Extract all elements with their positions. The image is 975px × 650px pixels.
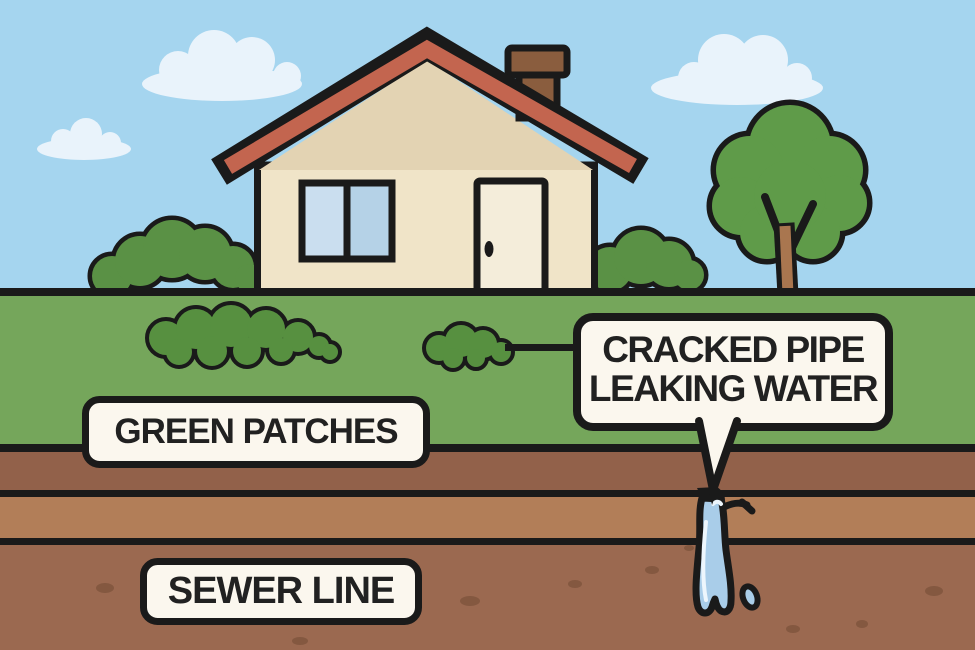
speech-bubble-tail <box>695 417 741 506</box>
green-patches-label-box <box>82 396 430 468</box>
clouds <box>37 30 823 160</box>
sewer-pipe-band <box>0 497 975 538</box>
speech-bubble <box>573 313 893 506</box>
cloud-icon <box>651 34 823 105</box>
soil-speckles <box>96 545 943 645</box>
door-knob <box>484 241 494 257</box>
door <box>473 177 549 296</box>
window <box>298 179 396 263</box>
sewer-line-label-box <box>140 558 422 625</box>
cloud-icon <box>37 118 131 160</box>
grass-soil-boundary <box>0 444 975 452</box>
cloud-icon <box>142 30 302 101</box>
water-droplet <box>739 583 761 611</box>
connector-line <box>505 344 577 351</box>
house-gable <box>259 60 593 170</box>
house <box>211 26 649 296</box>
pipe-top-line <box>0 490 975 497</box>
ground-line <box>0 288 975 296</box>
pipe-bottom-line <box>0 538 975 545</box>
tree-trunk <box>773 222 799 296</box>
roof <box>211 26 649 185</box>
tree <box>712 105 867 296</box>
water-leak <box>692 494 761 617</box>
